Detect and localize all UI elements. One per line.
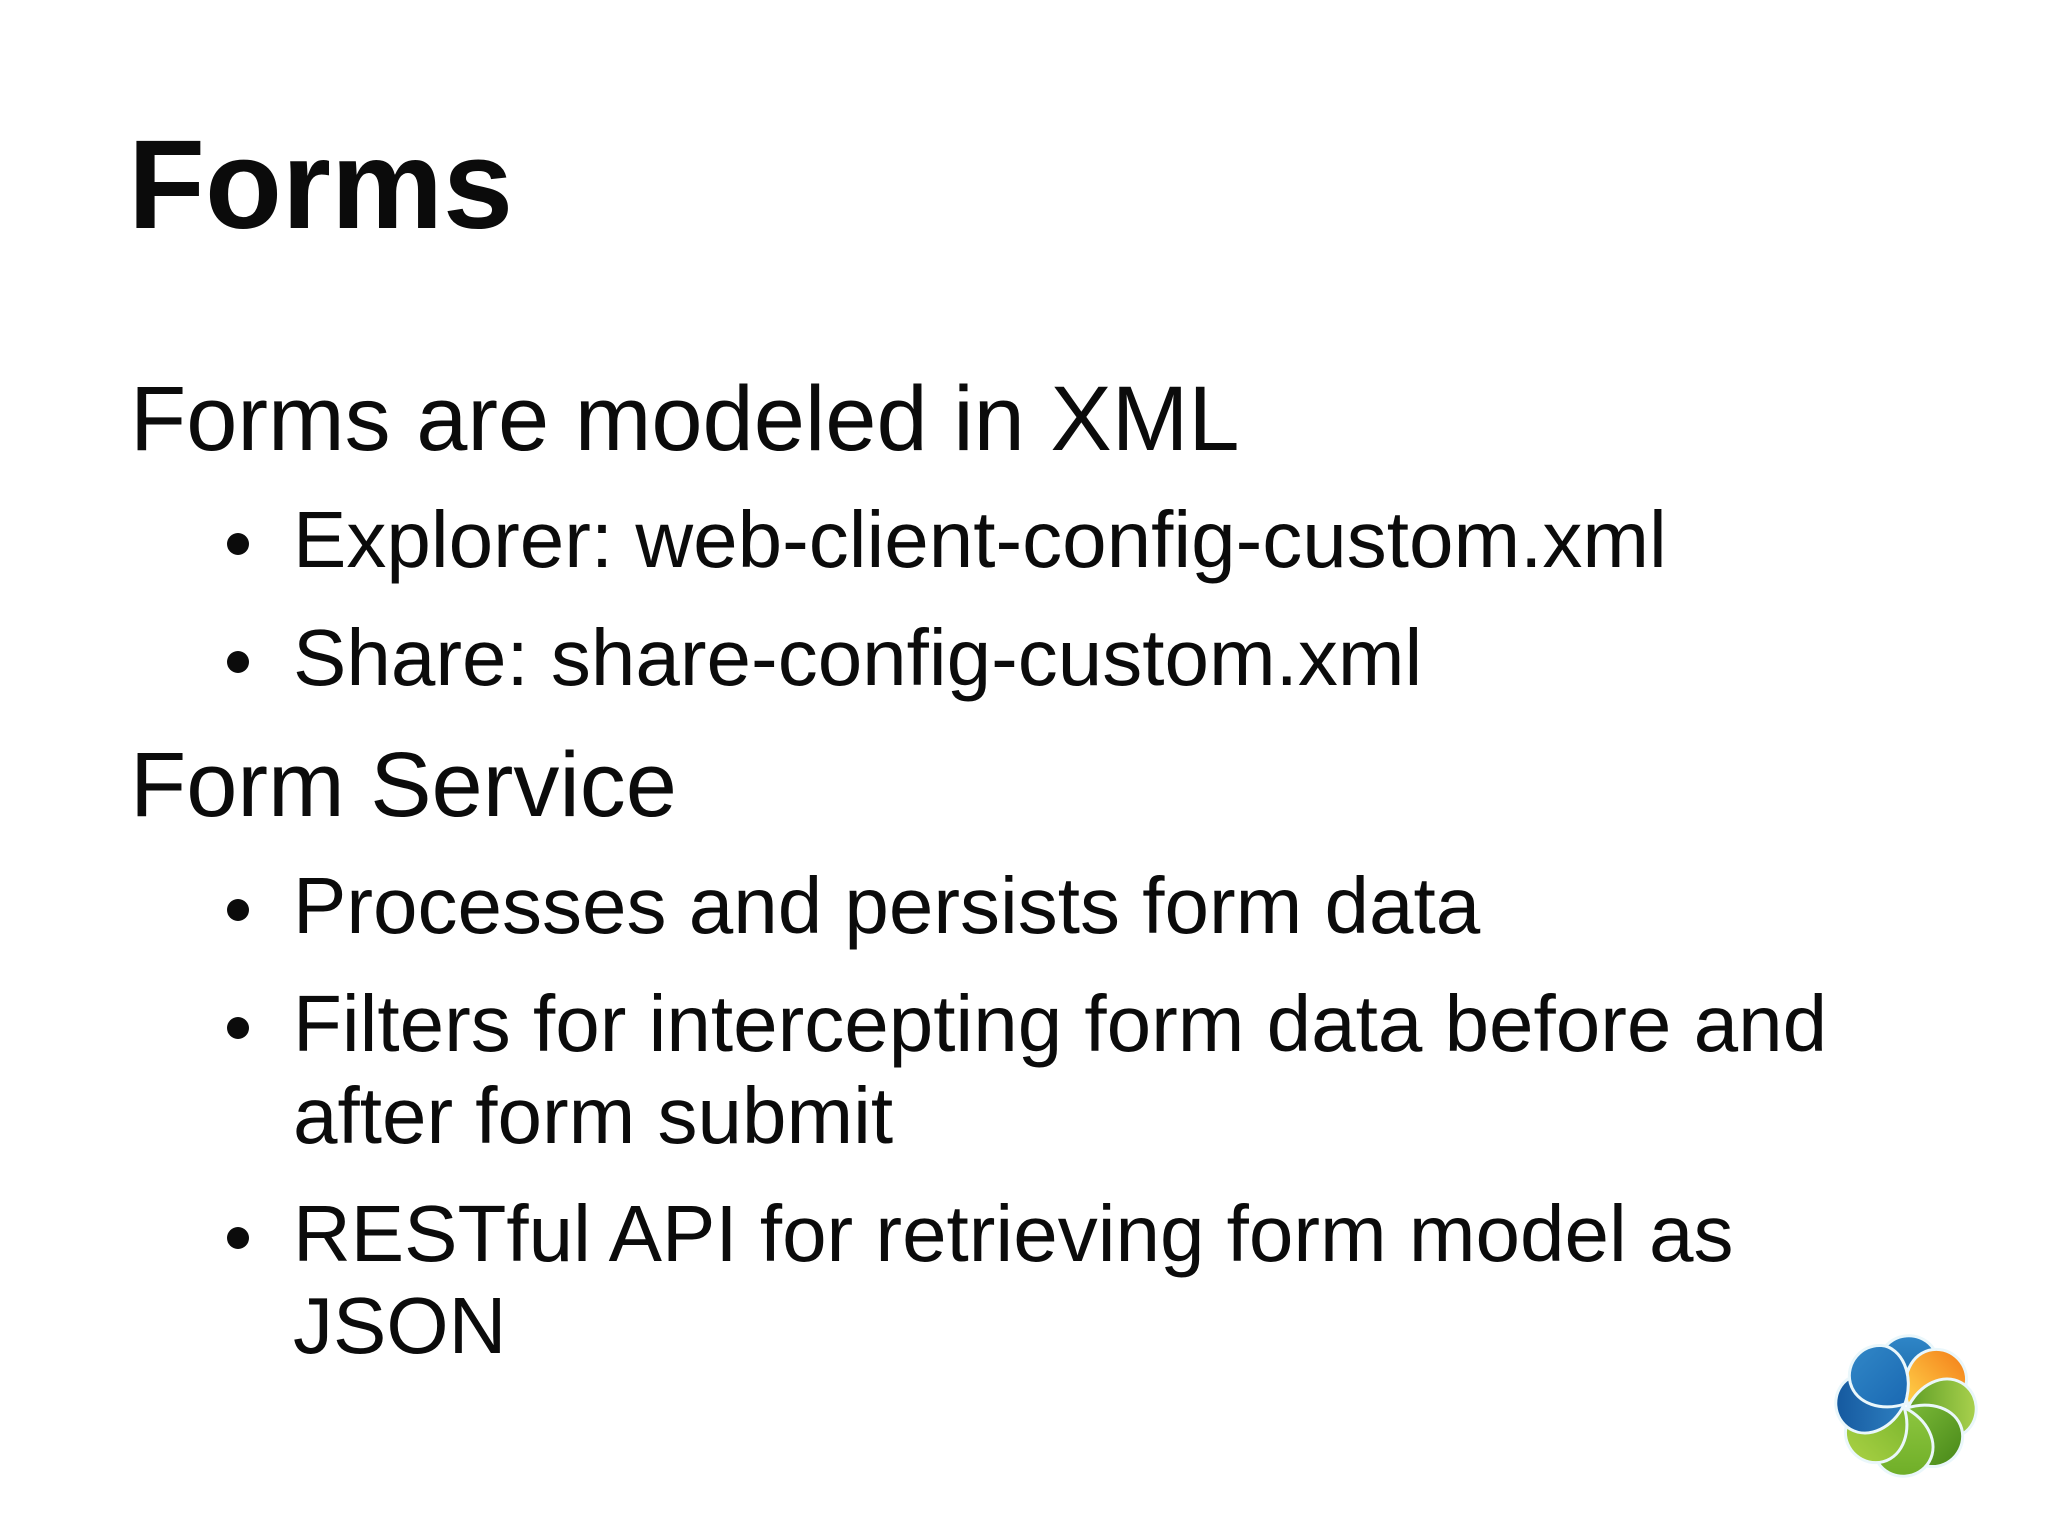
bullet-dot-icon [130,612,293,673]
bullet-item: Processes and persists form data [130,860,1920,952]
alfresco-flower-logo [1834,1334,1978,1478]
bullet-text: RESTful API for retrieving form model as… [293,1189,1734,1370]
bullet-text: Explorer: web-client-config-custom.xml [293,495,1667,584]
bullet-item: Share: share-config-custom.xml [130,612,1920,704]
bullet-dot-icon [130,494,293,555]
bullet-dot-icon [130,860,293,921]
bullet-dot-icon [130,1188,293,1249]
bullet-item: Explorer: web-client-config-custom.xml [130,494,1920,586]
bullet-text: Share: share-config-custom.xml [293,613,1423,702]
logo-petal-top-left [1847,1344,1910,1409]
section-heading: Forms are modeled in XML [130,368,1240,470]
slide-title: Forms [128,114,514,255]
bullet-text: Processes and persists form data [293,861,1481,950]
section-heading: Form Service [130,734,677,836]
bullet-item: Filters for intercepting form data befor… [130,978,1920,1162]
slide-body: Forms are modeled in XML Explorer: web-cl… [130,364,1920,1398]
bullet-dot-icon [130,978,293,1039]
bullet-text: Filters for intercepting form data befor… [293,979,1828,1160]
bullet-item: RESTful API for retrieving form model as… [130,1188,1920,1372]
